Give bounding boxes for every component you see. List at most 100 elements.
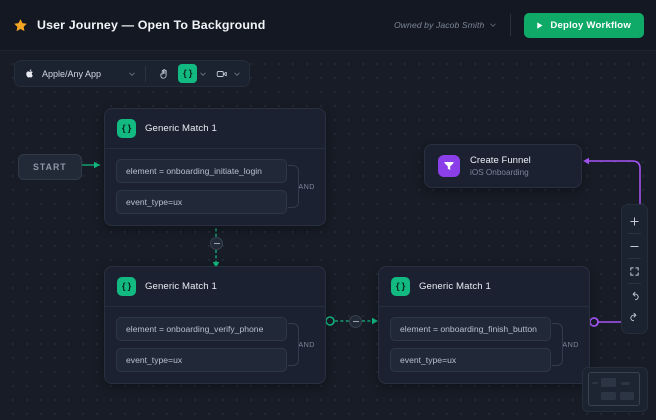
node-header: { } Generic Match 1 xyxy=(105,267,325,307)
arrow-head xyxy=(212,262,220,268)
funnel-icon xyxy=(444,162,454,170)
funnel-title: Create Funnel xyxy=(470,155,531,166)
controls-divider xyxy=(628,258,641,259)
filter-pill[interactable]: element = onboarding_verify_phone xyxy=(116,317,287,341)
filter-pill[interactable]: element = onboarding_initiate_login xyxy=(116,159,287,183)
chevron-down-icon xyxy=(129,72,135,76)
node-title: Generic Match 1 xyxy=(145,123,217,134)
play-icon xyxy=(537,21,543,29)
toolbar-divider xyxy=(145,65,147,82)
chevron-down-icon[interactable] xyxy=(199,70,207,78)
node-title: Generic Match 1 xyxy=(419,281,491,292)
operator-group: AND xyxy=(287,159,315,214)
app-selector-label: Apple/Any App xyxy=(42,68,102,79)
arrow-head xyxy=(372,317,378,325)
minimap-node xyxy=(620,392,634,400)
hand-tool-icon xyxy=(159,68,167,79)
app-selector-dropdown[interactable]: Apple/Any App xyxy=(15,61,145,86)
node-create-funnel[interactable]: Create Funnel iOS Onboarding xyxy=(424,144,582,188)
minimap-node xyxy=(601,378,616,387)
minimap-node xyxy=(621,382,630,385)
header-divider xyxy=(510,14,512,36)
operator-bracket xyxy=(552,323,563,366)
camera-icon xyxy=(216,70,227,77)
filter-pill[interactable]: event_type=ux xyxy=(116,348,287,372)
filter-list: element = onboarding_finish_button event… xyxy=(390,317,551,372)
port-b-out[interactable] xyxy=(325,316,335,326)
app-header: User Journey — Open To Background Owned … xyxy=(0,0,656,51)
minimap-viewport xyxy=(588,372,640,406)
undo-icon xyxy=(632,291,639,300)
minimap-node xyxy=(601,392,616,400)
zoom-out-icon xyxy=(630,245,639,247)
node-body: element = onboarding_finish_button event… xyxy=(379,307,589,383)
arrow-head xyxy=(583,157,589,165)
fit-to-screen-button[interactable] xyxy=(624,261,645,281)
node-header: { } Generic Match 1 xyxy=(379,267,589,307)
redo-icon xyxy=(630,312,637,321)
minimap-node xyxy=(592,382,598,384)
page-title: User Journey — Open To Background xyxy=(37,18,266,32)
filter-list: element = onboarding_initiate_login even… xyxy=(116,159,287,214)
operator-label: AND xyxy=(298,340,315,349)
operator-bracket xyxy=(288,165,299,208)
code-brackets-icon: { } xyxy=(391,277,410,296)
node-generic-match-1-b[interactable]: { } Generic Match 1 element = onboarding… xyxy=(104,266,326,384)
operator-group: AND xyxy=(287,317,315,372)
operator-label: AND xyxy=(562,340,579,349)
filter-pill[interactable]: event_type=ux xyxy=(116,190,287,214)
node-title: Generic Match 1 xyxy=(145,281,217,292)
zoom-in-button[interactable] xyxy=(624,211,645,231)
camera-tool-group xyxy=(212,64,241,83)
fit-to-screen-icon xyxy=(630,266,639,276)
deploy-workflow-button[interactable]: Deploy Workflow xyxy=(524,12,644,38)
code-brackets-icon: { } xyxy=(117,119,136,138)
undo-button[interactable] xyxy=(624,286,645,306)
redo-button[interactable] xyxy=(624,307,645,327)
canvas-controls xyxy=(621,204,648,334)
workflow-canvas[interactable]: START { } Generic Match 1 element = onbo… xyxy=(0,51,656,420)
funnel-badge xyxy=(438,155,460,177)
camera-button[interactable] xyxy=(212,64,231,83)
funnel-subtitle: iOS Onboarding xyxy=(470,168,529,177)
star-icon[interactable] xyxy=(13,18,28,33)
minus-icon xyxy=(352,320,359,323)
header-right: Owned by Jacob Smith Deploy Workflow xyxy=(394,12,656,38)
hand-tool-button[interactable] xyxy=(154,64,173,83)
code-brackets-button[interactable]: { } xyxy=(178,64,198,83)
controls-divider xyxy=(628,233,641,234)
node-body: element = onboarding_verify_phone event_… xyxy=(105,307,325,383)
zoom-in-icon xyxy=(630,216,639,226)
arrow-head xyxy=(94,161,100,169)
node-generic-match-1-a[interactable]: { } Generic Match 1 element = onboarding… xyxy=(104,108,326,226)
minimap[interactable] xyxy=(582,367,648,412)
node-header: { } Generic Match 1 xyxy=(105,109,325,149)
filter-pill[interactable]: event_type=ux xyxy=(390,348,551,372)
code-brackets-icon: { } xyxy=(117,277,136,296)
edge-remove-button-b-c[interactable] xyxy=(349,315,362,328)
filter-pill[interactable]: element = onboarding_finish_button xyxy=(390,317,551,341)
zoom-out-button[interactable] xyxy=(624,236,645,256)
node-body: element = onboarding_initiate_login even… xyxy=(105,149,325,225)
edge-remove-button-a-b[interactable] xyxy=(210,237,223,250)
operator-group: AND xyxy=(551,317,579,372)
code-brackets-icon: { } xyxy=(182,68,193,79)
chevron-down-icon[interactable] xyxy=(233,70,241,78)
owner-dropdown[interactable]: Owned by Jacob Smith xyxy=(394,20,497,30)
header-left: User Journey — Open To Background xyxy=(0,18,265,33)
filter-list: element = onboarding_verify_phone event_… xyxy=(116,317,287,372)
deploy-workflow-label: Deploy Workflow xyxy=(550,19,631,31)
start-node[interactable]: START xyxy=(18,154,82,180)
funnel-text: Create Funnel iOS Onboarding xyxy=(470,155,531,177)
port-c-out[interactable] xyxy=(589,317,599,327)
operator-label: AND xyxy=(298,182,315,191)
canvas-toolbar: Apple/Any App { } xyxy=(14,60,251,87)
operator-bracket xyxy=(288,323,299,366)
minus-icon xyxy=(213,242,220,245)
owner-label: Owned by Jacob Smith xyxy=(393,20,485,30)
controls-divider xyxy=(628,283,641,284)
tool-buttons: { } xyxy=(146,64,249,83)
code-tool-group: { } xyxy=(178,64,207,83)
node-generic-match-1-c[interactable]: { } Generic Match 1 element = onboarding… xyxy=(378,266,590,384)
